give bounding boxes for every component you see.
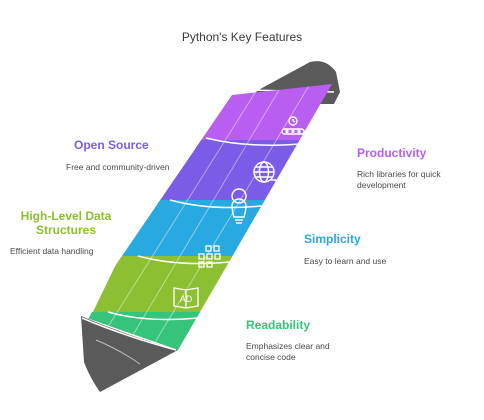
data-grid-icon xyxy=(198,245,221,268)
pencil-tip xyxy=(81,316,178,392)
segment-high-level xyxy=(90,256,280,318)
feature-heading: Open Source xyxy=(74,138,149,152)
feature-heading: Productivity xyxy=(357,146,427,160)
feature-description: Rich libraries for quick development xyxy=(357,169,441,190)
feature-readability: Readability Emphasizes clear and concise… xyxy=(246,318,356,363)
feature-simplicity: Simplicity Easy to learn and use xyxy=(304,232,444,267)
svg-text:AD: AD xyxy=(180,294,193,304)
feature-description: Free and community-driven xyxy=(66,162,170,172)
feature-description: Emphasizes clear and concise code xyxy=(246,341,330,362)
feature-heading: High-Level Data Structures xyxy=(20,209,112,237)
feature-productivity: Productivity Rich libraries for quick de… xyxy=(357,146,477,191)
lightbulb-icon xyxy=(231,188,247,224)
feature-heading: Simplicity xyxy=(304,232,361,246)
segment-simplicity xyxy=(116,200,310,262)
diagram-title: Python's Key Features xyxy=(181,30,303,44)
conveyor-icon xyxy=(281,116,305,135)
feature-heading: Readability xyxy=(246,318,311,332)
feature-open-source: Open Source Free and community-driven xyxy=(66,138,206,173)
feature-high-level: High-Level Data Structures Efficient dat… xyxy=(10,209,122,257)
globe-icon xyxy=(253,161,277,186)
book-icon: AD xyxy=(173,287,199,309)
feature-description: Easy to learn and use xyxy=(304,256,387,266)
feature-description: Efficient data handling xyxy=(10,246,94,256)
